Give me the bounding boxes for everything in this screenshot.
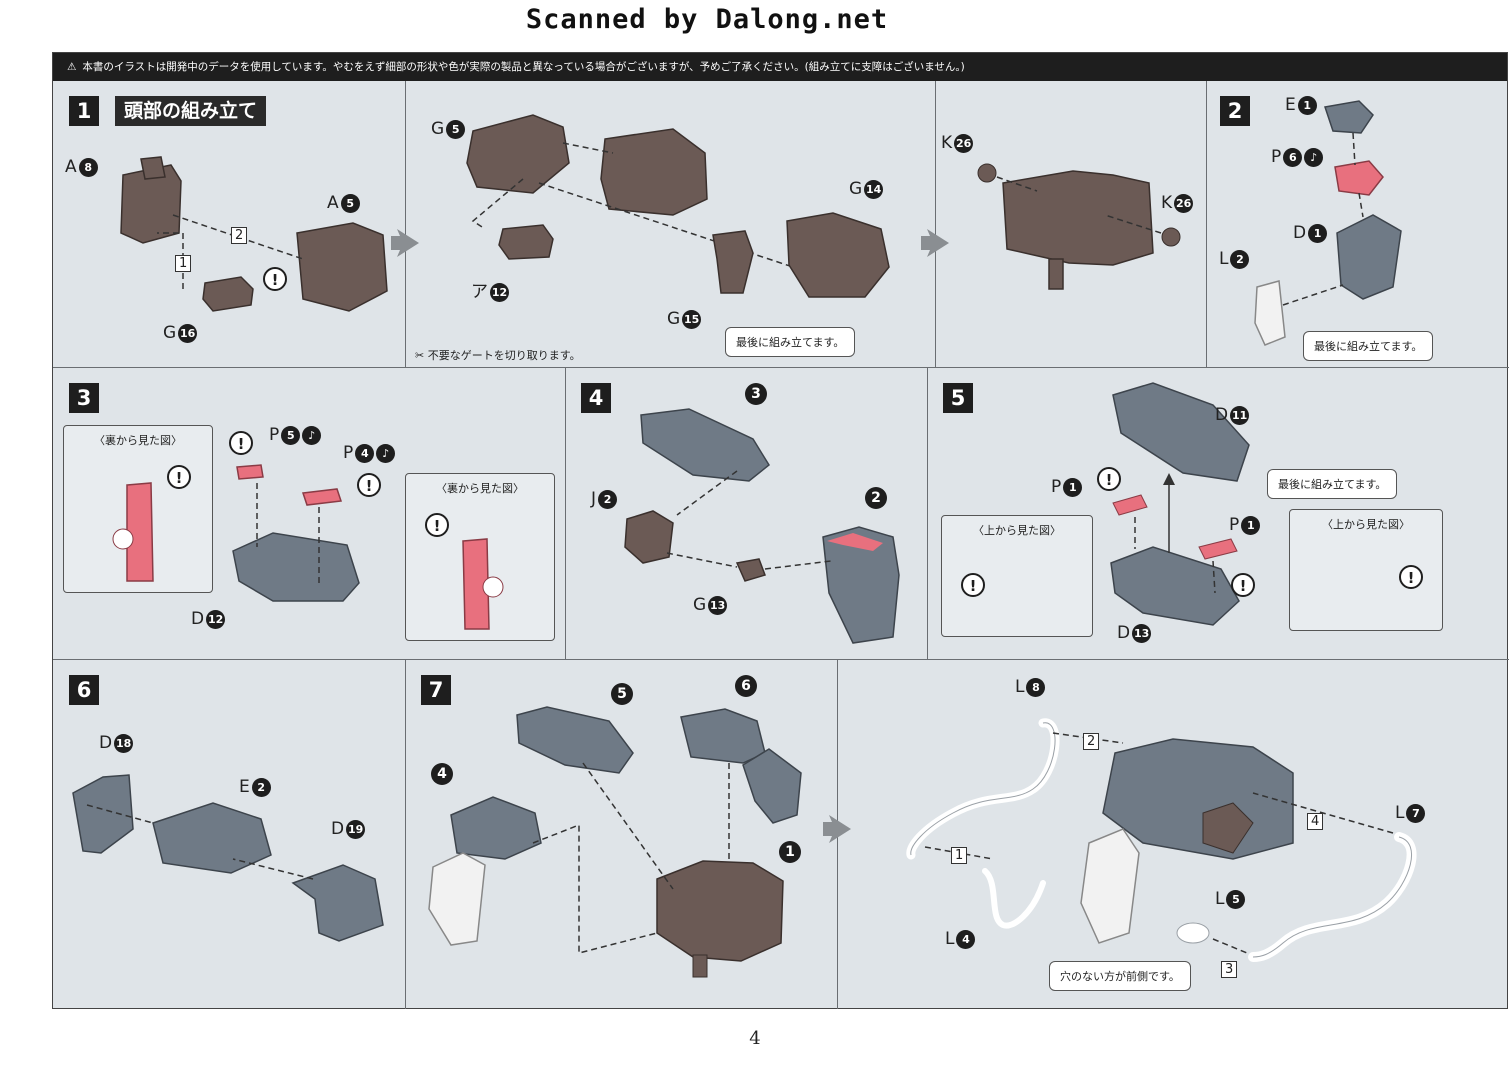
step-reference: 6	[735, 675, 757, 697]
part-g14	[786, 212, 890, 298]
exclamation-icon: !	[425, 513, 449, 537]
divider	[405, 659, 406, 1009]
part-cluster	[600, 128, 708, 216]
step-number: 3	[69, 383, 99, 413]
step-reference: 2	[865, 487, 887, 509]
callout-front-side: 穴のない方が前側です。	[1049, 961, 1191, 991]
instruction-sheet: ⚠ 本書のイラストは開発中のデータを使用しています。やむをえず細部の形状や色が実際…	[52, 52, 1509, 1009]
sticker-icon: ♪	[1304, 147, 1324, 167]
page-number: 4	[749, 1028, 761, 1049]
sequence-2: 2	[231, 227, 248, 244]
step2-illustration	[1254, 100, 1402, 346]
part-a5	[296, 222, 388, 312]
top-view-frame: 〈上から見た図〉	[941, 515, 1093, 637]
step-number: 5	[943, 383, 973, 413]
step-number: 1	[69, 96, 99, 126]
exclamation-icon: !	[229, 431, 253, 455]
step-reference: 5	[611, 683, 633, 705]
step-number: 7	[421, 675, 451, 705]
step-number: 4	[581, 383, 611, 413]
sticker-icon: ♪	[302, 425, 322, 445]
divider	[935, 81, 936, 367]
step3-illustration	[112, 464, 504, 630]
step-number: 6	[69, 675, 99, 705]
step-reference: 4	[431, 763, 453, 785]
sequence-4: 4	[1307, 813, 1324, 830]
step1-illustration	[120, 114, 1181, 312]
gate-cut-note: ✂ 不要なゲートを切り取ります。	[415, 349, 581, 362]
exclamation-icon: !	[1231, 573, 1255, 597]
warning-triangle-icon: ⚠	[67, 61, 77, 73]
callout-assemble-last: 最後に組み立てます。	[725, 327, 856, 357]
sequence-1: 1	[175, 255, 192, 272]
divider	[53, 659, 1509, 660]
part-head-assembly	[1002, 170, 1154, 290]
notice-text: 本書のイラストは開発中のデータを使用しています。やむをえず細部の形状や色が実際の…	[82, 61, 965, 73]
step-title: 頭部の組み立て	[115, 96, 267, 126]
exclamation-icon: !	[1097, 467, 1121, 491]
gate-cut-icon: ✂	[415, 349, 425, 362]
sticker-icon: ♪	[376, 443, 396, 463]
step-reference: 3	[745, 383, 767, 405]
sequence-3: 3	[1221, 961, 1238, 978]
watermark: Scanned by Dalong.net	[525, 4, 889, 35]
part-g5	[466, 114, 570, 194]
callout-assemble-last: 最後に組み立てます。	[1267, 469, 1398, 499]
divider	[927, 367, 928, 659]
exclamation-icon: !	[357, 473, 381, 497]
part-g15	[712, 230, 754, 294]
step-reference: 1	[779, 841, 801, 863]
divider	[565, 367, 566, 659]
step6-illustration	[72, 774, 384, 942]
step-number: 2	[1220, 96, 1250, 126]
sequence-1: 1	[951, 847, 968, 864]
part-a8	[120, 156, 182, 244]
exclamation-icon: !	[263, 267, 287, 291]
step4-illustration	[624, 408, 900, 644]
divider	[1206, 81, 1207, 367]
part-a12	[498, 224, 554, 260]
step7-illustration	[428, 706, 1417, 978]
callout-assemble-last: 最後に組み立てます。	[1303, 331, 1434, 361]
notice-bar: ⚠ 本書のイラストは開発中のデータを使用しています。やむをえず細部の形状や色が実際…	[53, 53, 1507, 81]
sequence-2: 2	[1083, 733, 1100, 750]
exclamation-icon: !	[1399, 565, 1423, 589]
divider	[53, 367, 1509, 368]
divider	[405, 81, 406, 367]
exclamation-icon: !	[961, 573, 985, 597]
exclamation-icon: !	[167, 465, 191, 489]
part-g16	[202, 276, 254, 312]
